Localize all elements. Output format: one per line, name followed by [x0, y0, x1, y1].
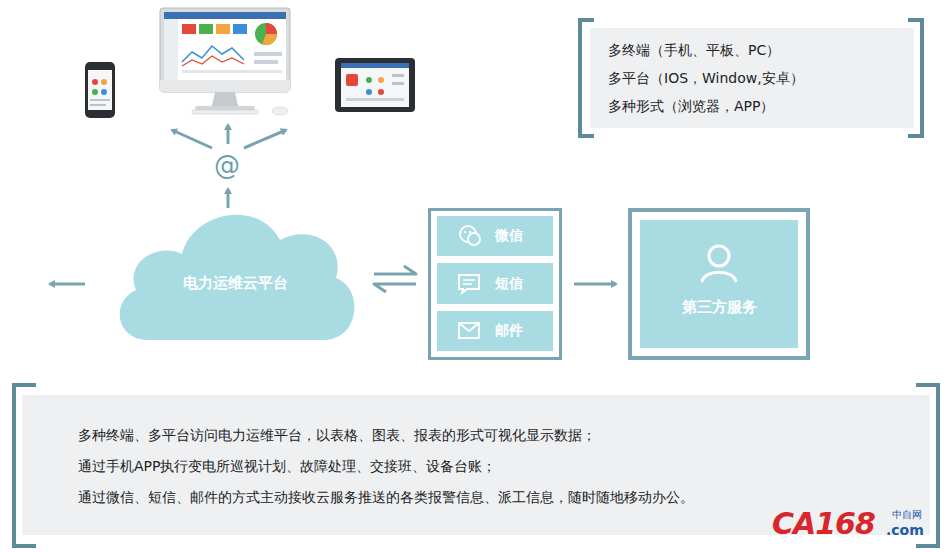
connector	[574, 284, 616, 285]
panel-line: 多平台（IOS，Window,安卓）	[608, 70, 896, 88]
channel-box: 邮件	[437, 311, 553, 351]
bracket	[580, 20, 922, 136]
bracket	[14, 385, 938, 546]
person-icon	[699, 242, 739, 284]
at-symbol: @	[214, 150, 240, 180]
channel-box: 短信	[437, 263, 553, 304]
service-box: 第三方服务	[628, 208, 810, 360]
panel-line: 多种形式（浏览器，APP）	[608, 98, 896, 116]
connector	[374, 266, 416, 292]
feature-panel: 多终端（手机、平板、PC） 多平台（IOS，Window,安卓） 多种形式（浏览器，…	[590, 28, 914, 128]
chat-icon	[457, 224, 481, 248]
node-label: 短信	[495, 275, 523, 293]
service-fill	[640, 220, 798, 348]
cloud-node: 电力运维云平台	[108, 190, 362, 356]
watermark: CA168	[772, 506, 875, 541]
node-label: 微信	[495, 227, 523, 245]
monitor	[160, 8, 290, 115]
phone	[85, 62, 115, 118]
cloud-shape	[108, 190, 362, 356]
watermark: 中自网	[892, 508, 922, 522]
mail-icon	[457, 319, 481, 343]
channel-frame: 微信短信邮件	[428, 208, 562, 360]
node-label: 邮件	[495, 322, 523, 340]
sms-icon	[457, 272, 481, 296]
node-label: 第三方服务	[632, 298, 806, 317]
panel-line: 通过手机APP执行变电所巡视计划、故障处理、交接班、设备台账；	[40, 458, 912, 476]
panel-line: 通过微信、短信、邮件的方式主动接收云服务推送的各类报警信息、派工信息，随时随地移…	[40, 489, 912, 507]
panel-line: 多种终端、多平台访问电力运维平台，以表格、图表、报表的形式可视化显示数据；	[40, 427, 912, 445]
tablet	[335, 58, 415, 112]
channel-box: 微信	[437, 216, 553, 256]
panel-line: 多终端（手机、平板、PC）	[608, 42, 896, 60]
node-label: 电力运维云平台	[183, 254, 288, 293]
watermark: .com	[886, 522, 924, 538]
